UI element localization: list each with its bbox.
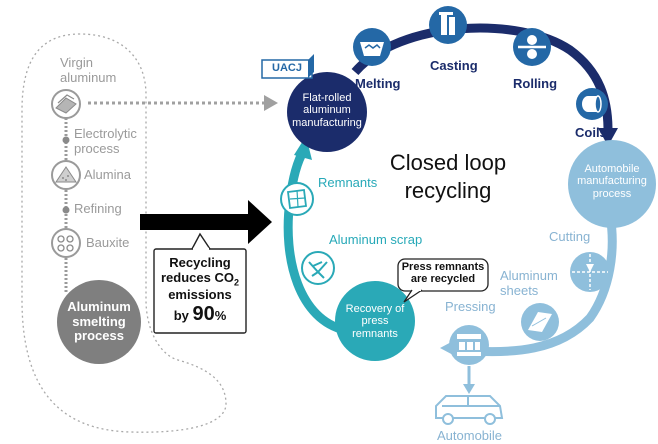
- aluminum-sheets-label: Aluminum sheets: [500, 268, 558, 298]
- ingots-icon: [51, 89, 81, 119]
- electrolytic-label: Electrolytic process: [74, 126, 137, 156]
- co2-percent: by 90%: [173, 302, 227, 325]
- press-icon: [449, 325, 489, 365]
- co2-line1: Recycling: [169, 255, 231, 270]
- ore-icon: [51, 228, 81, 258]
- scrap-icon: [301, 251, 335, 285]
- co2-reduction-box: [153, 232, 247, 334]
- coil-icon: [576, 88, 608, 120]
- rollers-icon: [513, 28, 551, 66]
- recovery-label: Recovery of press remnants: [345, 303, 405, 340]
- primary-production-outline: [21, 33, 227, 433]
- casting-label: Casting: [430, 58, 478, 73]
- automobile-label: Automobile: [437, 428, 503, 443]
- co2-line2: reduces CO2: [161, 269, 239, 288]
- ingot-icon: [429, 6, 467, 44]
- automobile-arrowhead: [463, 384, 475, 394]
- remnants-label: Remnants: [318, 175, 378, 190]
- chain-dot: [62, 136, 70, 144]
- loop-segment-manufacturing: [457, 214, 617, 357]
- coils-arrowhead: [598, 128, 618, 146]
- remnants-icon: [280, 182, 314, 216]
- press-remnants-callout-text: Press remnants are recycled: [401, 261, 485, 286]
- co2-reduction-text: Recycling reduces CO2 emissions by 90%: [154, 255, 246, 326]
- refining-label: Refining: [74, 201, 122, 216]
- grey-arrowhead: [264, 95, 278, 111]
- bauxite-label: Bauxite: [86, 235, 130, 250]
- title-line2: recycling: [404, 177, 492, 203]
- melting-label: Melting: [355, 76, 401, 91]
- alumina-label: Alumina: [84, 167, 131, 182]
- uacj-logo-text: UACJ: [272, 62, 302, 74]
- cutting-icon: [570, 252, 610, 292]
- co2-line3: emissions: [168, 286, 232, 302]
- coils-label: Coils: [575, 125, 607, 140]
- flat-rolled-label: Flat-rolled aluminum manufacturing: [292, 92, 362, 129]
- furnace-icon: [353, 28, 391, 66]
- aluminum-scrap-label: Aluminum scrap: [329, 232, 423, 247]
- sheet-icon: [521, 303, 559, 341]
- cutting-label: Cutting: [549, 229, 591, 244]
- chain-dot: [62, 206, 70, 214]
- automobile-manufacturing-label: Automobile manufacturing process: [577, 163, 647, 200]
- rolling-label: Rolling: [513, 76, 558, 91]
- powder-icon: [51, 160, 81, 190]
- scrap-reuse-arrow: [140, 200, 272, 244]
- loop-segment-recycling: [283, 147, 347, 335]
- pressing-label: Pressing: [445, 299, 496, 314]
- smelting-label: Aluminum smelting process: [67, 299, 131, 344]
- flat-rolled-node: [287, 72, 367, 152]
- smelting-node: [57, 280, 141, 364]
- automobile-manufacturing-node: [568, 140, 656, 228]
- title-line1: Closed loop: [389, 150, 507, 175]
- diagram-title: Closed loop recycling: [378, 149, 518, 204]
- recovery-node: [335, 281, 415, 361]
- uacj-logo: [261, 54, 314, 79]
- press-remnants-callout: [397, 258, 489, 303]
- car-icon: [435, 395, 504, 425]
- virgin-aluminum-label: Virgin aluminum: [60, 55, 117, 85]
